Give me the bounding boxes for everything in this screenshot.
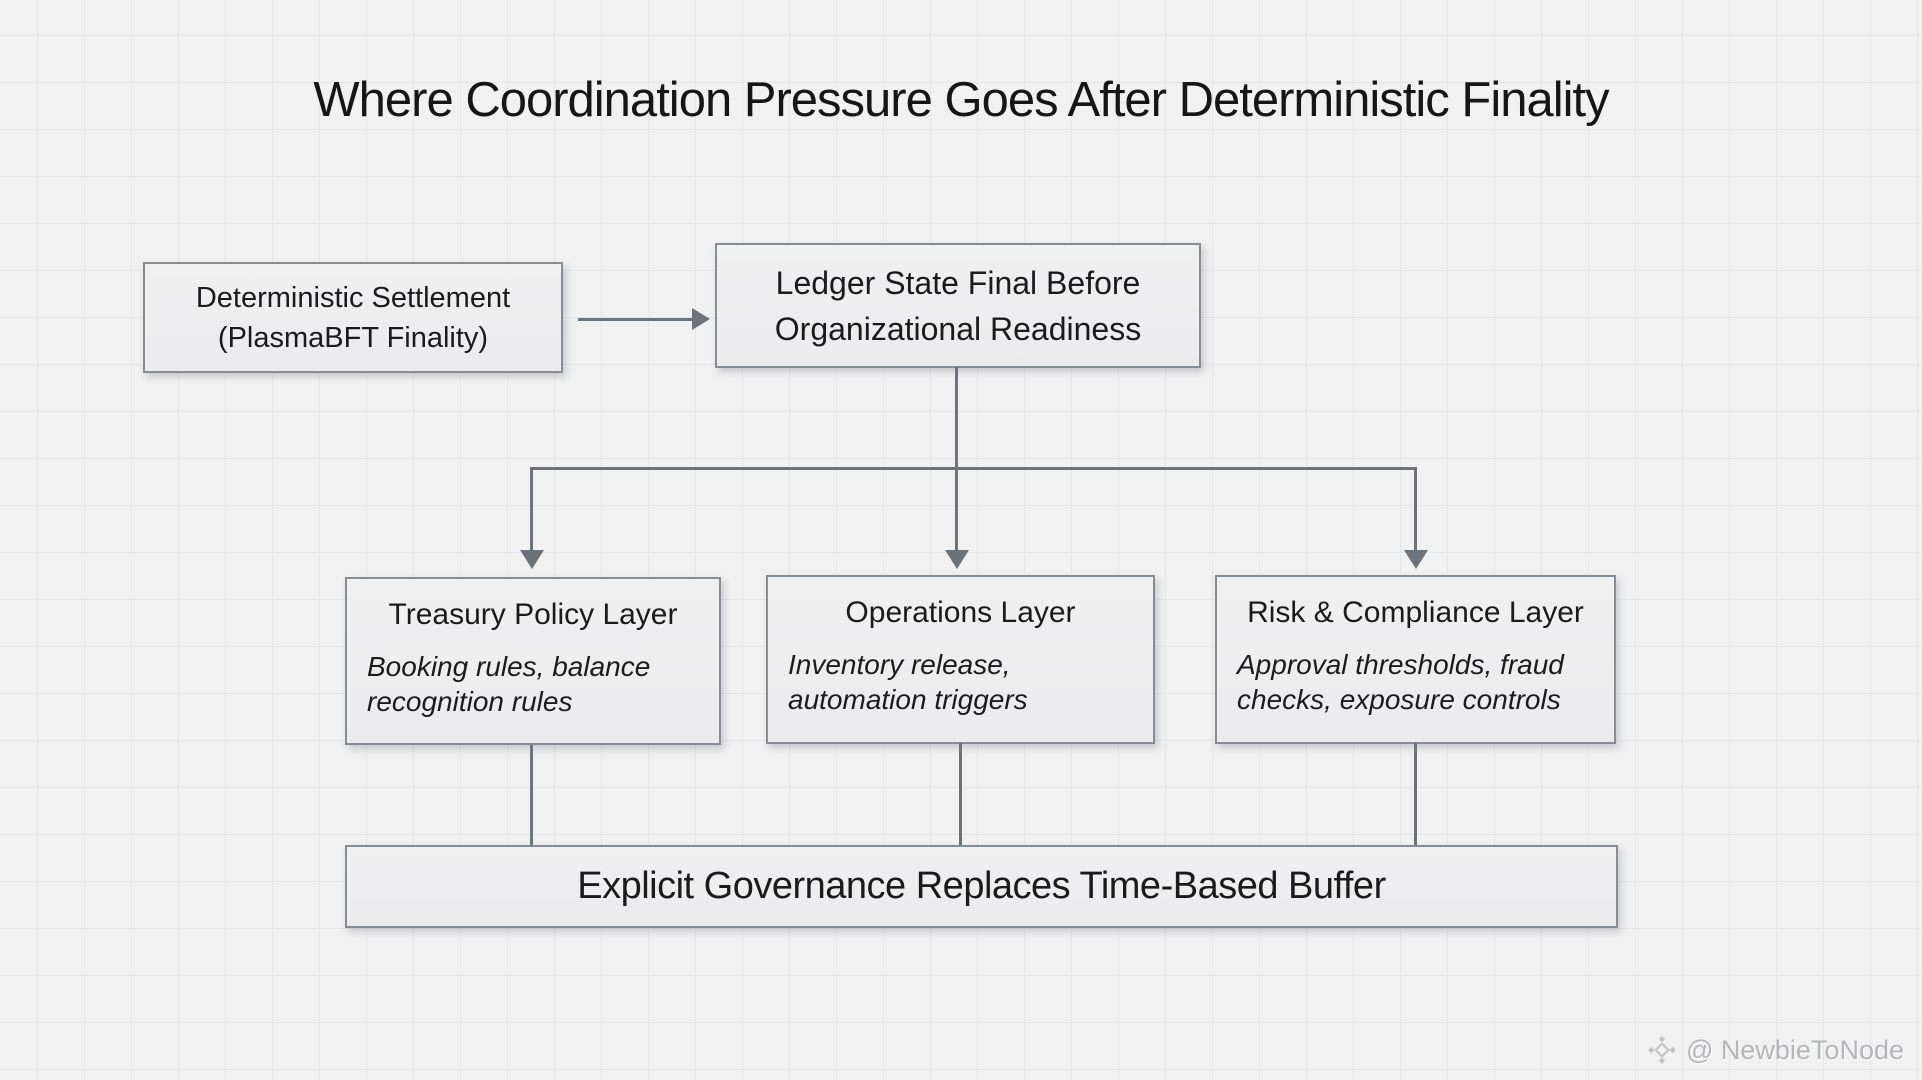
arrowhead-down-icon bbox=[520, 550, 544, 569]
connector-risk-to-outcome bbox=[1414, 743, 1417, 845]
layer-title: Risk & Compliance Layer bbox=[1247, 596, 1584, 629]
node-text-line: Explicit Governance Replaces Time-Based … bbox=[577, 865, 1386, 907]
watermark: @ NewbieToNode bbox=[1646, 1034, 1904, 1066]
page-title: Where Coordination Pressure Goes After D… bbox=[313, 73, 1609, 127]
connector-treasury-to-outcome bbox=[530, 745, 533, 845]
node-ledger-state-final: Ledger State Final Before Organizational… bbox=[715, 243, 1201, 368]
node-risk-compliance-layer: Risk & Compliance Layer Approval thresho… bbox=[1215, 575, 1616, 744]
arrow-line-source-to-event bbox=[578, 318, 692, 321]
layer-subtitle: Booking rules, balance recognition rules bbox=[367, 651, 651, 717]
connector-operations-to-outcome bbox=[959, 743, 962, 845]
connector-leg-risk bbox=[1414, 467, 1417, 551]
node-treasury-policy-layer: Treasury Policy Layer Booking rules, bal… bbox=[345, 577, 721, 745]
connector-leg-treasury bbox=[530, 467, 533, 551]
plasma-diamond-icon bbox=[1646, 1034, 1678, 1066]
node-explicit-governance: Explicit Governance Replaces Time-Based … bbox=[345, 845, 1618, 928]
node-text-line: (PlasmaBFT Finality) bbox=[217, 321, 489, 354]
layer-subtitle: Inventory release, automation triggers bbox=[788, 649, 1028, 715]
layer-subtitle: Approval thresholds, fraud checks, expos… bbox=[1237, 649, 1564, 715]
arrowhead-down-icon bbox=[945, 550, 969, 569]
layer-title: Operations Layer bbox=[845, 596, 1076, 629]
watermark-handle: @ NewbieToNode bbox=[1685, 1034, 1904, 1065]
layer-title: Treasury Policy Layer bbox=[388, 598, 678, 631]
node-text-line: Deterministic Settlement bbox=[195, 281, 511, 314]
connector-stem bbox=[955, 367, 958, 469]
arrowhead-right-icon bbox=[692, 308, 710, 330]
node-text-line: Ledger State Final Before bbox=[775, 264, 1141, 301]
node-deterministic-settlement: Deterministic Settlement (PlasmaBFT Fina… bbox=[143, 262, 563, 373]
node-text-line: Organizational Readiness bbox=[774, 310, 1142, 347]
arrowhead-down-icon bbox=[1404, 550, 1428, 569]
node-operations-layer: Operations Layer Inventory release, auto… bbox=[766, 575, 1155, 744]
connector-branch bbox=[530, 467, 1417, 470]
connector-leg-operations bbox=[955, 467, 958, 551]
